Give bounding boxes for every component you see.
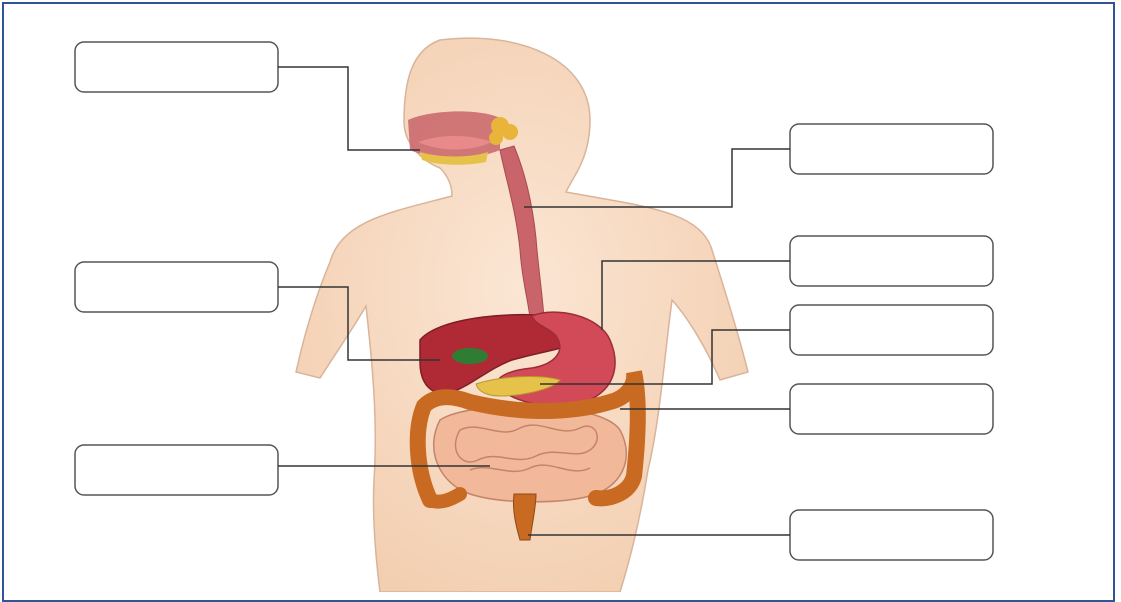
small-intestine [434,406,627,502]
label-box-rectum[interactable] [790,510,993,560]
gallbladder [452,348,488,364]
label-box-liver[interactable] [75,262,278,312]
label-box-small-intestine[interactable] [75,445,278,495]
label-box-large-intestine[interactable] [790,384,993,434]
label-box-mouth[interactable] [75,42,278,92]
mouth-cavity [408,111,500,164]
label-box-stomach[interactable] [790,236,993,286]
label-box-pancreas[interactable] [790,305,993,355]
label-box-esophagus[interactable] [790,124,993,174]
leader-line-mouth [278,67,420,150]
